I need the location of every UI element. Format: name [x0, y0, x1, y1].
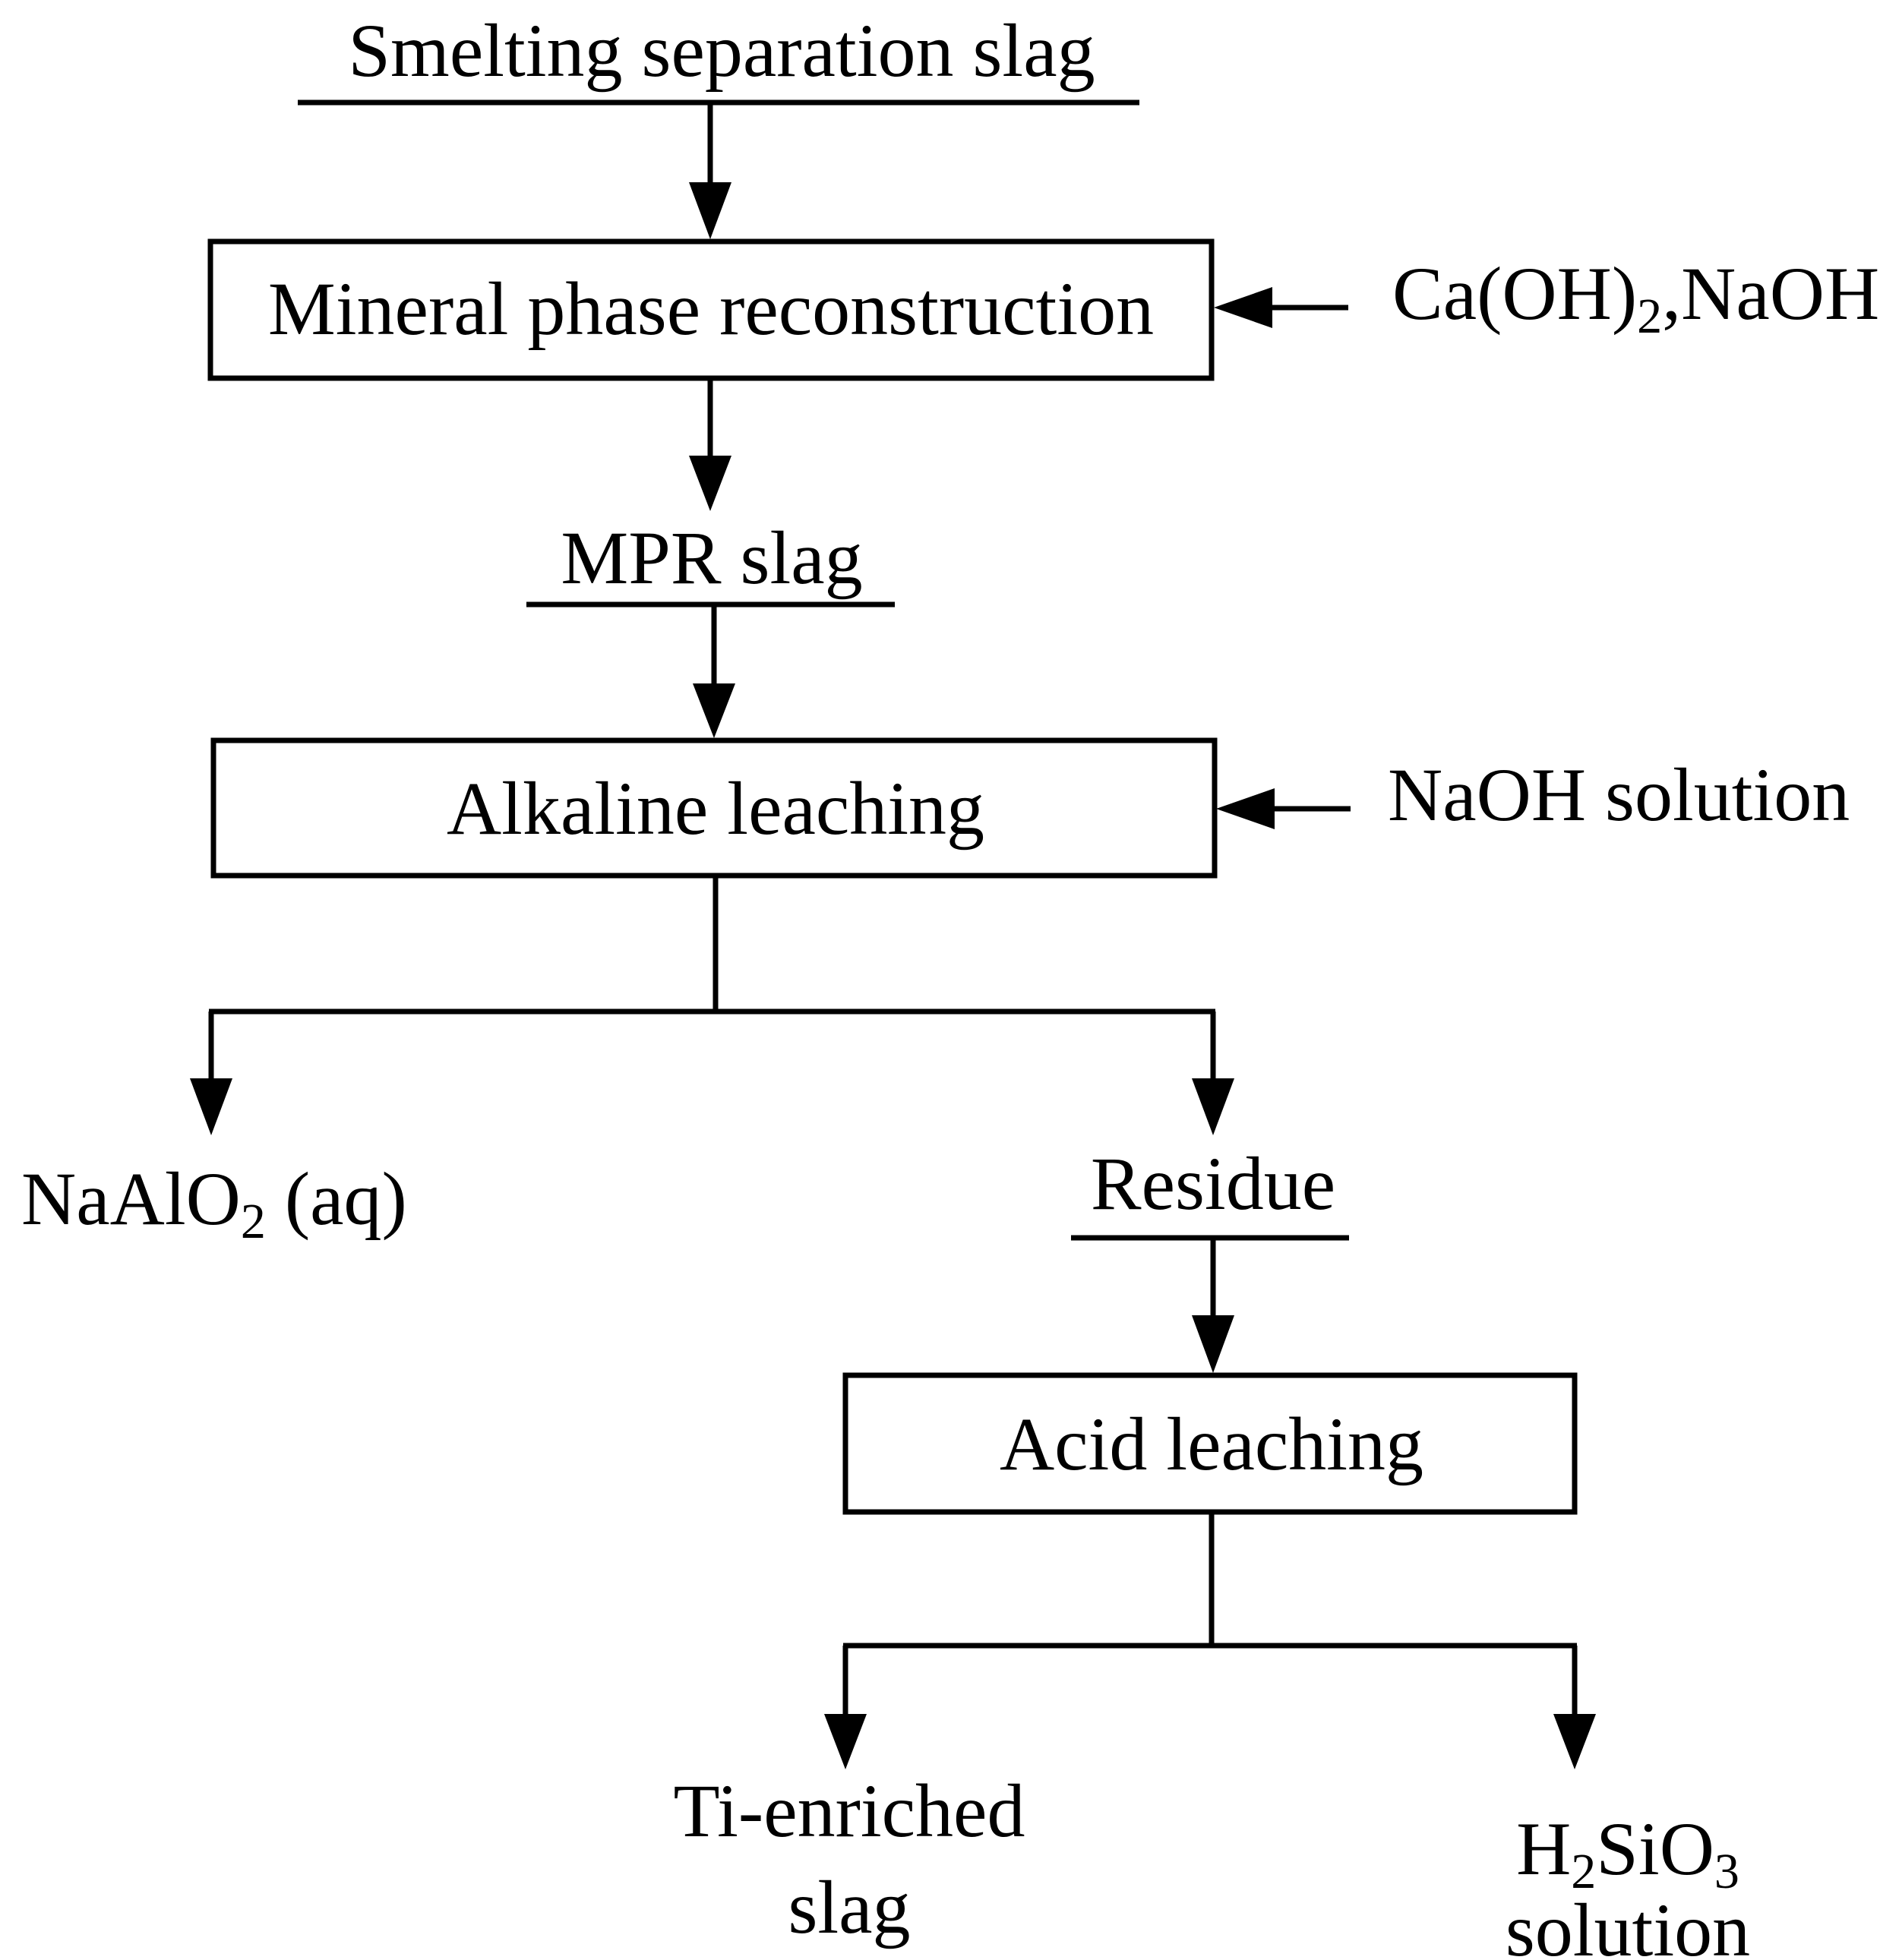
label-mpr-slag: MPR slag [561, 516, 862, 600]
reagent-arrow-head-1 [1214, 287, 1272, 328]
label-smelting-separation-slag: Smelting separation slag [348, 8, 1095, 93]
label-reagent-caoh2-naoh: Ca(OH)2,NaOH [1392, 251, 1879, 344]
label-reagent-naoh-solution: NaOH solution [1388, 753, 1850, 837]
reagent-caoh-text: Ca(OH) [1392, 251, 1637, 336]
naalo2-text: NaAlO [21, 1157, 241, 1241]
split-left-head-1 [190, 1078, 232, 1135]
split-left-head-2 [824, 1714, 867, 1769]
naalo2-subscript: 2 [241, 1194, 266, 1249]
h2sio3-h: H [1516, 1807, 1571, 1891]
box-acid-leaching [842, 1372, 1578, 1515]
label-naalo2-aq: NaAlO2 (aq) [21, 1157, 407, 1249]
split-right-head-1 [1192, 1078, 1234, 1135]
label-acid-leaching: Acid leaching [1000, 1402, 1423, 1486]
label-alkaline-leaching: Alkaline leaching [447, 766, 984, 851]
label-h2sio3-solution: solution [1506, 1888, 1750, 1960]
arrow-head-1 [689, 182, 731, 239]
reagent-arrow-head-2 [1216, 788, 1275, 829]
arrow-head-4 [1192, 1315, 1234, 1373]
h2sio3-subscript-1: 2 [1571, 1844, 1596, 1899]
box-alkaline-leaching [210, 737, 1218, 879]
reagent-subscript-2: 2 [1637, 289, 1662, 344]
naalo2-aq-text: (aq) [266, 1157, 407, 1241]
h2sio3-sio: SiO [1596, 1807, 1714, 1891]
label-ti-enriched-line1: Ti-enriched [674, 1769, 1025, 1853]
arrow-head-3 [693, 683, 735, 738]
box-mineral-phase-reconstruction [207, 238, 1215, 381]
label-mineral-phase-reconstruction: Mineral phase reconstruction [268, 267, 1154, 351]
h2sio3-subscript-2: 3 [1714, 1844, 1739, 1899]
label-h2sio3: H2SiO3 [1516, 1807, 1739, 1899]
label-residue: Residue [1091, 1141, 1335, 1226]
label-ti-enriched-line2: slag [788, 1865, 910, 1949]
split-right-head-2 [1553, 1714, 1596, 1769]
reagent-naoh-text: ,NaOH [1662, 251, 1879, 336]
arrow-head-2 [689, 456, 731, 511]
